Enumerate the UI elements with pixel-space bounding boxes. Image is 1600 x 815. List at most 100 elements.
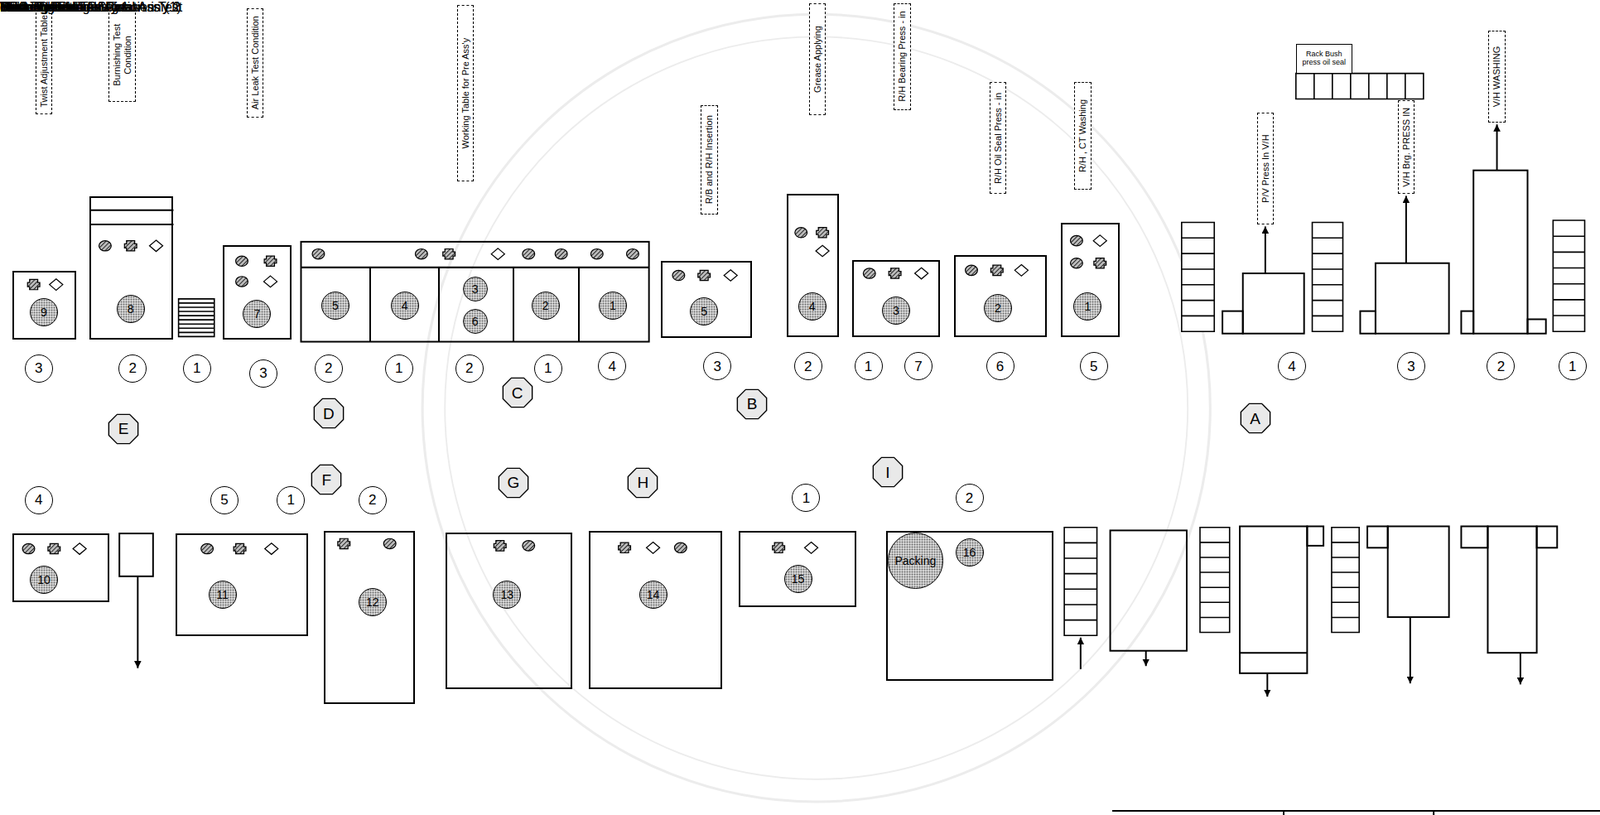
route-octagon: H <box>627 467 658 498</box>
position-circle: 1 <box>276 486 305 515</box>
equipment-outlines <box>89 170 1600 815</box>
leader-arrow <box>1266 673 1268 697</box>
route-octagon: D <box>313 398 344 429</box>
seal-ring <box>422 14 1210 802</box>
machine-outline <box>1239 525 1307 673</box>
label-text: V/H Brg. PRESS IN <box>1401 104 1413 190</box>
machine-box: 14 <box>588 530 723 690</box>
station-label: Twist Adjustment Table <box>35 8 54 115</box>
machine-box: 9 <box>12 270 78 341</box>
route-octagon: F <box>311 464 342 495</box>
hatched-cog-symbol <box>124 240 137 251</box>
station-number: 5 <box>321 291 350 320</box>
position-number: 1 <box>1568 359 1576 374</box>
machine-line <box>89 223 174 226</box>
machine-box: 2 <box>954 255 1047 338</box>
position-circle: 5 <box>210 486 239 515</box>
hatched-circle-symbol <box>795 227 808 238</box>
position-circle: 2 <box>455 354 484 383</box>
station-number: 4 <box>798 292 827 321</box>
label-text: R/B and R/H Insertion <box>703 109 715 210</box>
leader-arrow <box>136 576 139 669</box>
hatched-cog-symbol <box>990 265 1003 275</box>
position-circle: 4 <box>1277 351 1307 381</box>
machine-outline <box>1527 318 1547 333</box>
position-number: 5 <box>220 492 228 507</box>
label-text: Air Leak Test Condition <box>250 12 261 113</box>
label-text: R/H Bearing Press - in <box>896 7 908 107</box>
octagon-shape <box>1240 404 1270 434</box>
position-circle: 3 <box>249 359 278 388</box>
diamond-symbol <box>646 542 661 555</box>
table-cell: 5 <box>300 267 371 343</box>
hatched-cog-symbol <box>493 540 507 551</box>
position-number: 7 <box>914 359 922 374</box>
position-circle: 4 <box>597 351 627 381</box>
machine-outline <box>1359 311 1375 334</box>
hatched-cog-symbol <box>233 543 246 554</box>
position-circle: 1 <box>1558 351 1587 381</box>
station-label: R/H Bearing Press - in <box>893 3 911 111</box>
storage-rack <box>1064 527 1097 637</box>
diamond-symbol <box>915 267 929 280</box>
station-number: 2 <box>531 291 560 320</box>
station-label: R/B and R/H Insertion <box>700 105 719 215</box>
table-cell: 4 <box>370 267 439 343</box>
machine-box: 7 <box>222 245 293 341</box>
storage-rack <box>1312 221 1344 332</box>
position-number: 4 <box>34 492 43 507</box>
route-octagon: A <box>1240 403 1271 434</box>
station-number: 7 <box>242 299 271 328</box>
hatched-circle-symbol <box>554 248 568 259</box>
position-number: 1 <box>395 361 403 376</box>
position-circle: 1 <box>183 354 212 383</box>
octagon-shape <box>872 457 902 487</box>
octagon-shape <box>498 467 528 497</box>
label-text: Grease Applying <box>812 7 824 111</box>
position-number: 3 <box>34 361 43 376</box>
octagon-shape <box>628 467 658 497</box>
watermark-seal <box>422 14 1210 802</box>
station-number: 13 <box>492 580 521 609</box>
octagon-shape <box>737 389 767 419</box>
diamond-symbol <box>804 542 819 555</box>
storage-rack <box>1200 527 1230 633</box>
machine-line <box>89 209 174 212</box>
station-number: 5 <box>689 297 719 326</box>
label-text: Working Table for Pre Ass'y <box>460 9 472 178</box>
position-number: 2 <box>368 492 376 507</box>
route-letter: F <box>321 472 332 488</box>
hatched-cog-symbol <box>618 542 632 553</box>
octagon-shape <box>502 378 532 408</box>
machine-box: 5 <box>660 260 752 338</box>
station-number: 15 <box>784 564 813 593</box>
position-number: 6 <box>996 359 1004 374</box>
hatched-circle-symbol <box>414 248 428 259</box>
leader-arrow <box>1264 226 1267 274</box>
position-number: 2 <box>324 361 333 376</box>
position-number: 1 <box>802 491 810 506</box>
hatched-cog-symbol <box>816 227 829 238</box>
position-number: 2 <box>128 361 136 376</box>
leader-arrow <box>1079 637 1082 670</box>
station-number: 1 <box>598 291 627 320</box>
hatched-circle-symbol <box>383 538 396 549</box>
machine-outline <box>1473 170 1528 334</box>
route-octagon: I <box>872 457 903 487</box>
route-letter: D <box>322 405 335 422</box>
hatched-circle-symbol <box>1070 235 1084 246</box>
hatched-circle-symbol <box>590 248 603 259</box>
route-letter: H <box>636 474 649 491</box>
diamond-symbol <box>265 543 279 555</box>
position-number: 3 <box>713 359 721 374</box>
note-box: Rack Bush press oil seal <box>1296 43 1353 74</box>
position-number: 5 <box>1089 359 1098 374</box>
route-letter: A <box>1249 410 1261 427</box>
hatched-cog-symbol <box>888 268 902 279</box>
position-number: 4 <box>1287 359 1296 374</box>
machine-outline <box>1387 525 1450 617</box>
position-circle: 2 <box>794 351 823 381</box>
octagon-shape <box>313 398 343 428</box>
